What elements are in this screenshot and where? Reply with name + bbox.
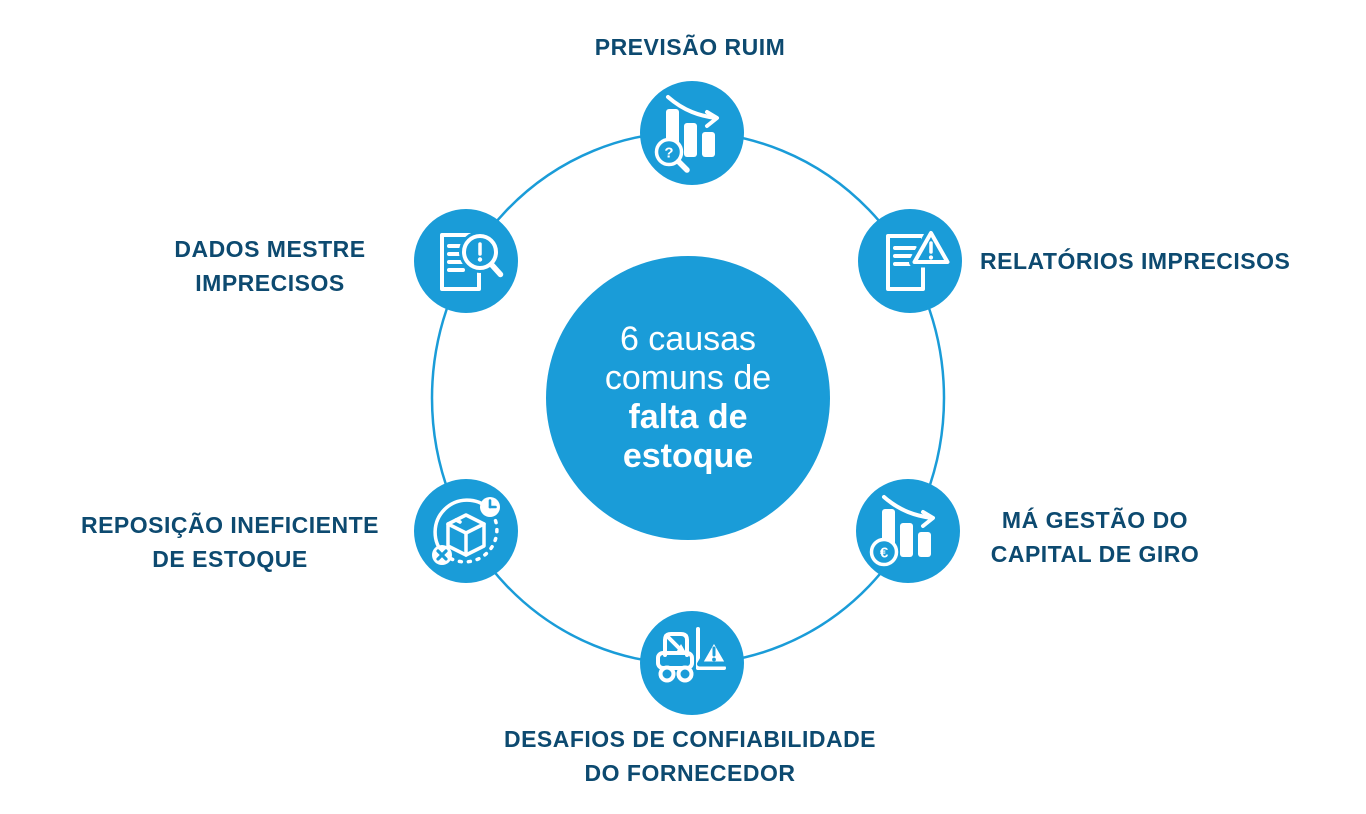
- node-ma-gestao-capital-giro: €: [856, 479, 960, 583]
- node-relatorios-imprecisos: [858, 209, 962, 313]
- node-previsao-ruim: ?: [640, 81, 744, 185]
- center-title-line4: estoque: [622, 437, 754, 475]
- center-title-line2: comuns de: [604, 359, 772, 397]
- center-title-line1: 6 causas: [619, 320, 757, 358]
- svg-text:?: ?: [664, 145, 673, 162]
- label-relatorios-imprecisos: RELATÓRIOS IMPRECISOS: [980, 248, 1291, 274]
- label-previsao-ruim: PREVISÃO RUIM: [594, 34, 786, 60]
- box-replenishment-delay-icon: [432, 497, 500, 565]
- document-magnifier-alert-icon: [440, 231, 507, 291]
- node-desafios-fornecedor: [640, 611, 744, 715]
- svg-text:€: €: [880, 545, 889, 562]
- label-reposicao-ineficiente: REPOSIÇÃO INEFICIENTE DE ESTOQUE: [80, 512, 380, 572]
- center-title-circle: 6 causas comuns de falta de estoque: [546, 256, 830, 540]
- forklift-warning-icon: [656, 627, 731, 683]
- node-dados-mestre: [414, 209, 518, 313]
- label-desafios-fornecedor: DESAFIOS DE CONFIABILIDADE DO FORNECEDOR: [503, 726, 877, 786]
- declining-bar-chart-magnifier-question-icon: ?: [654, 95, 719, 173]
- declining-bar-chart-euro-icon: €: [869, 495, 935, 567]
- node-reposicao-ineficiente: [414, 479, 518, 583]
- label-ma-gestao-capital-giro: MÁ GESTÃO DO CAPITAL DE GIRO: [990, 507, 1200, 567]
- document-warning-triangle-icon: [886, 227, 953, 291]
- label-dados-mestre: DADOS MESTRE IMPRECISOS: [174, 236, 366, 296]
- center-title-line3: falta de: [628, 398, 748, 436]
